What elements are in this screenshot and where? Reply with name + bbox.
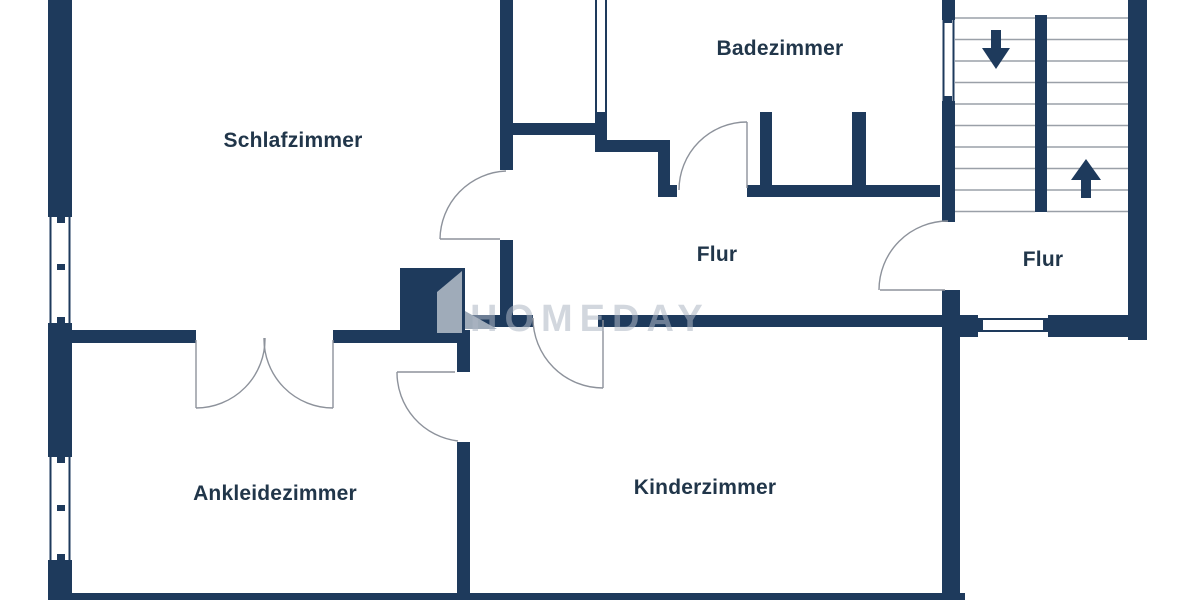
wall-stair-west-lower bbox=[942, 290, 960, 600]
watermark-text: HOMEDAY bbox=[470, 298, 710, 340]
walls bbox=[48, 0, 1147, 600]
wall-bad-partition-1 bbox=[760, 112, 772, 197]
wall-bottom bbox=[48, 593, 965, 600]
window-tick bbox=[57, 264, 65, 270]
arrow-up-icon bbox=[1071, 159, 1101, 198]
wall-schlafzimmer-east-upper bbox=[500, 0, 513, 170]
wall-schlafzimmer-south-left bbox=[70, 330, 196, 343]
door-swing-arc bbox=[878, 220, 949, 291]
doors bbox=[195, 121, 949, 442]
window-tick bbox=[57, 554, 65, 560]
label-ankleidezimmer: Ankleidezimmer bbox=[193, 482, 357, 505]
wall-stair-west-mid bbox=[942, 101, 955, 222]
door-ankleide-kinder bbox=[396, 371, 459, 442]
window-tick bbox=[57, 505, 65, 511]
wall-divider-ankleide-kinder-upper bbox=[457, 333, 470, 372]
wall-badezimmer-door-jamb bbox=[658, 185, 677, 197]
door-swing-arc bbox=[678, 121, 748, 191]
door-swing-arc bbox=[439, 170, 507, 240]
window-left-upper bbox=[49, 217, 71, 323]
window-shaft-vertical bbox=[595, 0, 607, 112]
wall-left-middle bbox=[48, 323, 72, 457]
arrow-down-icon bbox=[982, 30, 1010, 69]
wall-right-exterior bbox=[1128, 0, 1147, 340]
door-kinderzimmer bbox=[532, 317, 604, 389]
window-tick bbox=[978, 318, 983, 332]
wall-shaft-south bbox=[513, 123, 597, 135]
wall-stairhall-south-left bbox=[955, 315, 978, 337]
window-tick bbox=[57, 217, 65, 223]
wall-stair-west-top bbox=[942, 0, 955, 20]
window-tick bbox=[944, 96, 952, 101]
logo-tile bbox=[400, 268, 497, 333]
staircase bbox=[955, 17, 1128, 213]
door-swing-arc bbox=[195, 337, 266, 409]
label-kinderzimmer: Kinderzimmer bbox=[634, 476, 776, 499]
window-tick bbox=[1043, 318, 1048, 332]
window-tick bbox=[57, 317, 65, 323]
wall-stairhall-south-right bbox=[1048, 315, 1147, 337]
wall-badezimmer-step bbox=[595, 140, 670, 152]
logo-fold-shadow bbox=[465, 311, 497, 329]
label-badezimmer: Badezimmer bbox=[717, 37, 844, 60]
label-flur-mitte: Flur bbox=[697, 243, 737, 266]
wall-schlafzimmer-south-right bbox=[333, 330, 470, 343]
window-tick bbox=[944, 18, 952, 23]
door-swing-arc bbox=[263, 337, 334, 409]
logo-fold bbox=[437, 271, 462, 333]
wall-badezimmer-south bbox=[747, 185, 940, 197]
double-door-schlafzimmer-ankleide bbox=[195, 337, 334, 409]
wall-schlafzimmer-east-lower bbox=[500, 240, 513, 327]
window-left-lower bbox=[49, 457, 71, 560]
wall-stair-stringer bbox=[1035, 15, 1047, 212]
wall-left-upper bbox=[48, 0, 72, 217]
room-labels: Schlafzimmer Badezimmer Flur Flur Anklei… bbox=[193, 37, 1063, 505]
wall-flur-south-right bbox=[598, 315, 944, 327]
window-stairhall-south bbox=[978, 318, 1048, 332]
windows bbox=[49, 0, 1048, 560]
door-flur-treppenhaus bbox=[878, 220, 949, 291]
wall-divider-ankleide-kinder-lower bbox=[457, 442, 470, 600]
wall-badezimmer-west bbox=[658, 140, 670, 190]
window-tick bbox=[57, 457, 65, 463]
stair-arrows bbox=[982, 30, 1101, 198]
door-swing-arc bbox=[532, 317, 604, 389]
window-stair-west bbox=[942, 18, 955, 101]
label-flur-treppenhaus: Flur bbox=[1023, 248, 1063, 271]
door-swing-arc bbox=[396, 371, 459, 442]
wall-bad-partition-2 bbox=[852, 112, 866, 197]
door-badezimmer bbox=[678, 121, 748, 191]
door-schlafzimmer bbox=[439, 170, 507, 240]
label-schlafzimmer: Schlafzimmer bbox=[224, 129, 363, 152]
